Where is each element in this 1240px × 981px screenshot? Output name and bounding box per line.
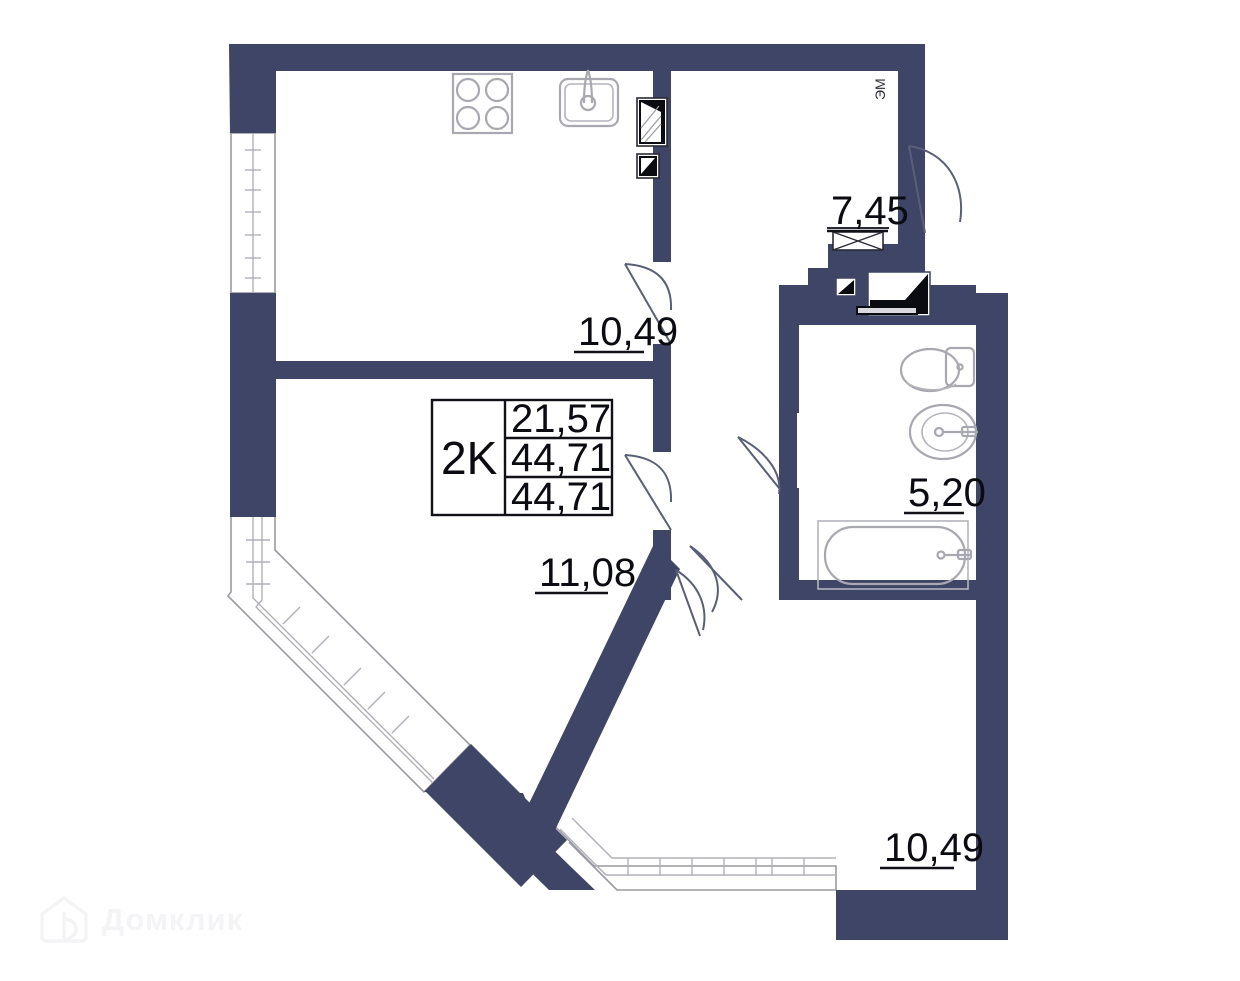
summary-rooms-label: 2K	[441, 432, 498, 484]
kitchen-sink-icon	[558, 69, 620, 128]
summary-usable-area: 44,71	[511, 475, 611, 519]
label-hall-area: 7,45	[831, 189, 909, 233]
label-bedroom-left-area: 11,08	[539, 551, 636, 595]
summary-total-area: 44,71	[511, 436, 611, 480]
kitchen-door-panels	[636, 97, 668, 179]
label-electric-meter: ЭМ	[872, 78, 888, 100]
label-kitchen-living-area: 10,49	[578, 310, 678, 354]
door-swings	[624, 145, 963, 637]
sink-icon	[908, 403, 978, 461]
label-bedroom-right-area: 10,49	[884, 826, 984, 870]
kitchen-stove-icon	[451, 72, 514, 135]
apartment-summary-table: 2K 21,57 44,71 44,71	[430, 397, 614, 519]
house-logo-icon	[40, 896, 88, 943]
bathtub-icon	[817, 520, 973, 590]
window-glazing-left	[230, 132, 276, 294]
window-glazing-left-lower	[226, 517, 472, 794]
entry-door-panels	[835, 271, 931, 317]
exterior-walls	[229, 44, 1008, 940]
room-area-labels: 10,49 7,45 5,20 11,08 10,49 ЭМ	[535, 78, 986, 870]
watermark: Домклик	[38, 893, 243, 945]
label-bathroom-area: 5,20	[908, 471, 986, 515]
window-glazing-bottom	[543, 814, 837, 891]
toilet-icon	[899, 346, 976, 393]
watermark-brand: Домклик	[102, 901, 244, 937]
summary-living-area: 21,57	[511, 397, 611, 441]
